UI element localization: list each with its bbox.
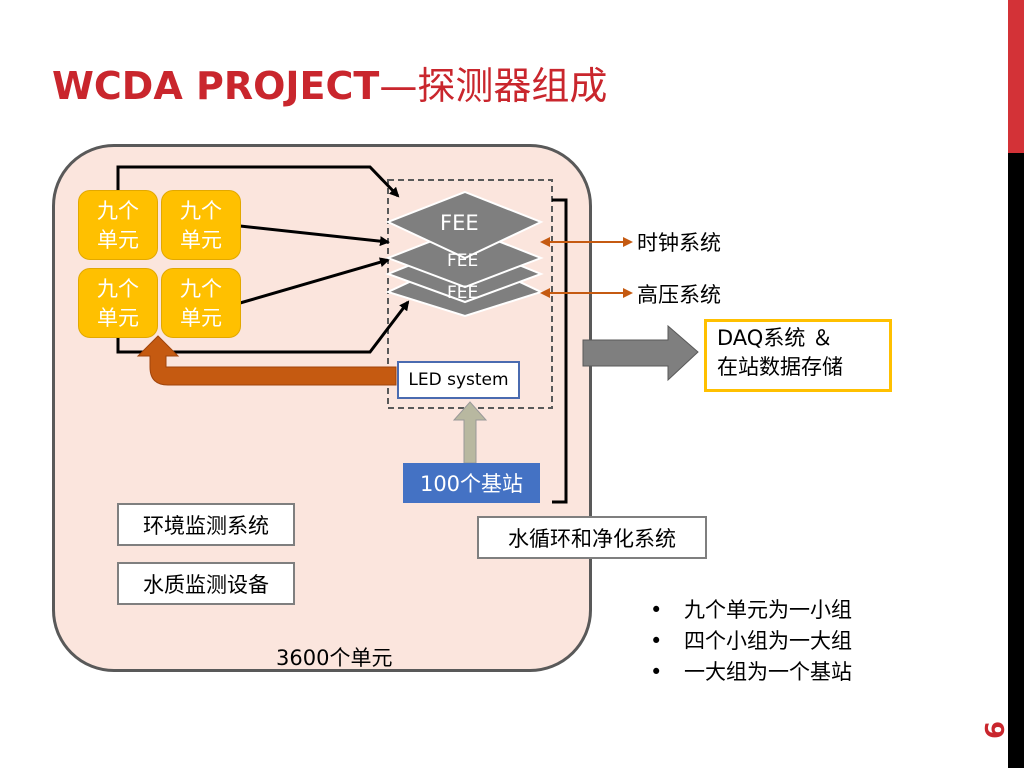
- bottom-connector-line: [116, 300, 410, 354]
- bullet-item: 九个单元为一小组: [650, 595, 852, 626]
- clock-system-label: 时钟系统: [637, 231, 721, 255]
- fee-layer-label-1: FEE: [447, 251, 479, 271]
- water-cycle-box: 水循环和净化系统: [477, 516, 707, 559]
- base-up-arrow: [452, 401, 488, 464]
- fee-stack: [385, 190, 544, 318]
- unit-group-4: 九个单元: [161, 268, 241, 338]
- unit-group-3: 九个单元: [78, 268, 158, 338]
- unit-label-line2: 单元: [97, 306, 139, 330]
- title-prefix: WCDA PROJECT: [52, 64, 380, 108]
- unit-group-2: 九个单元: [161, 190, 241, 260]
- unit-label-line1: 九个: [180, 277, 222, 301]
- bullet-item: 四个小组为一大组: [650, 626, 852, 657]
- right-bracket: [552, 198, 568, 504]
- unit-label-line2: 单元: [180, 306, 222, 330]
- title-suffix: —探测器组成: [379, 64, 608, 108]
- base-station-box: 100个基站: [403, 463, 540, 503]
- unit-arrow-top: [239, 224, 390, 247]
- fee-layer-label-2: FEE: [447, 283, 479, 303]
- edge-bar-black: [1008, 153, 1024, 768]
- hv-system-label: 高压系统: [637, 283, 721, 307]
- daq-line1: DAQ系统 ＆: [717, 326, 834, 350]
- unit-group-1: 九个单元: [78, 190, 158, 260]
- bullet-item: 一大组为一个基站: [650, 657, 852, 688]
- total-units-label: 3600个单元: [276, 646, 393, 670]
- slide-title: WCDA PROJECT—探测器组成: [52, 55, 607, 110]
- daq-box: DAQ系统 ＆ 在站数据存储: [704, 319, 892, 392]
- unit-label-line1: 九个: [97, 199, 139, 223]
- edge-bar-red: [1008, 0, 1024, 153]
- unit-label-line2: 单元: [180, 228, 222, 252]
- env-monitor-box: 环境监测系统: [117, 503, 295, 546]
- fee-layer-1: [385, 190, 544, 260]
- unit-label-line1: 九个: [97, 277, 139, 301]
- daq-line2: 在站数据存储: [717, 355, 843, 379]
- unit-label-line2: 单元: [97, 228, 139, 252]
- unit-arrow-bottom: [239, 257, 390, 305]
- top-connector-line: [116, 165, 400, 198]
- unit-label-line1: 九个: [180, 199, 222, 223]
- fee-label: FEE: [440, 211, 479, 235]
- daq-arrow: [582, 324, 699, 382]
- led-system-box: LED system: [397, 361, 520, 399]
- water-quality-box: 水质监测设备: [117, 562, 295, 605]
- bullet-list: 九个单元为一小组 四个小组为一大组 一大组为一个基站: [650, 595, 852, 688]
- led-return-arrow-body: [136, 335, 397, 386]
